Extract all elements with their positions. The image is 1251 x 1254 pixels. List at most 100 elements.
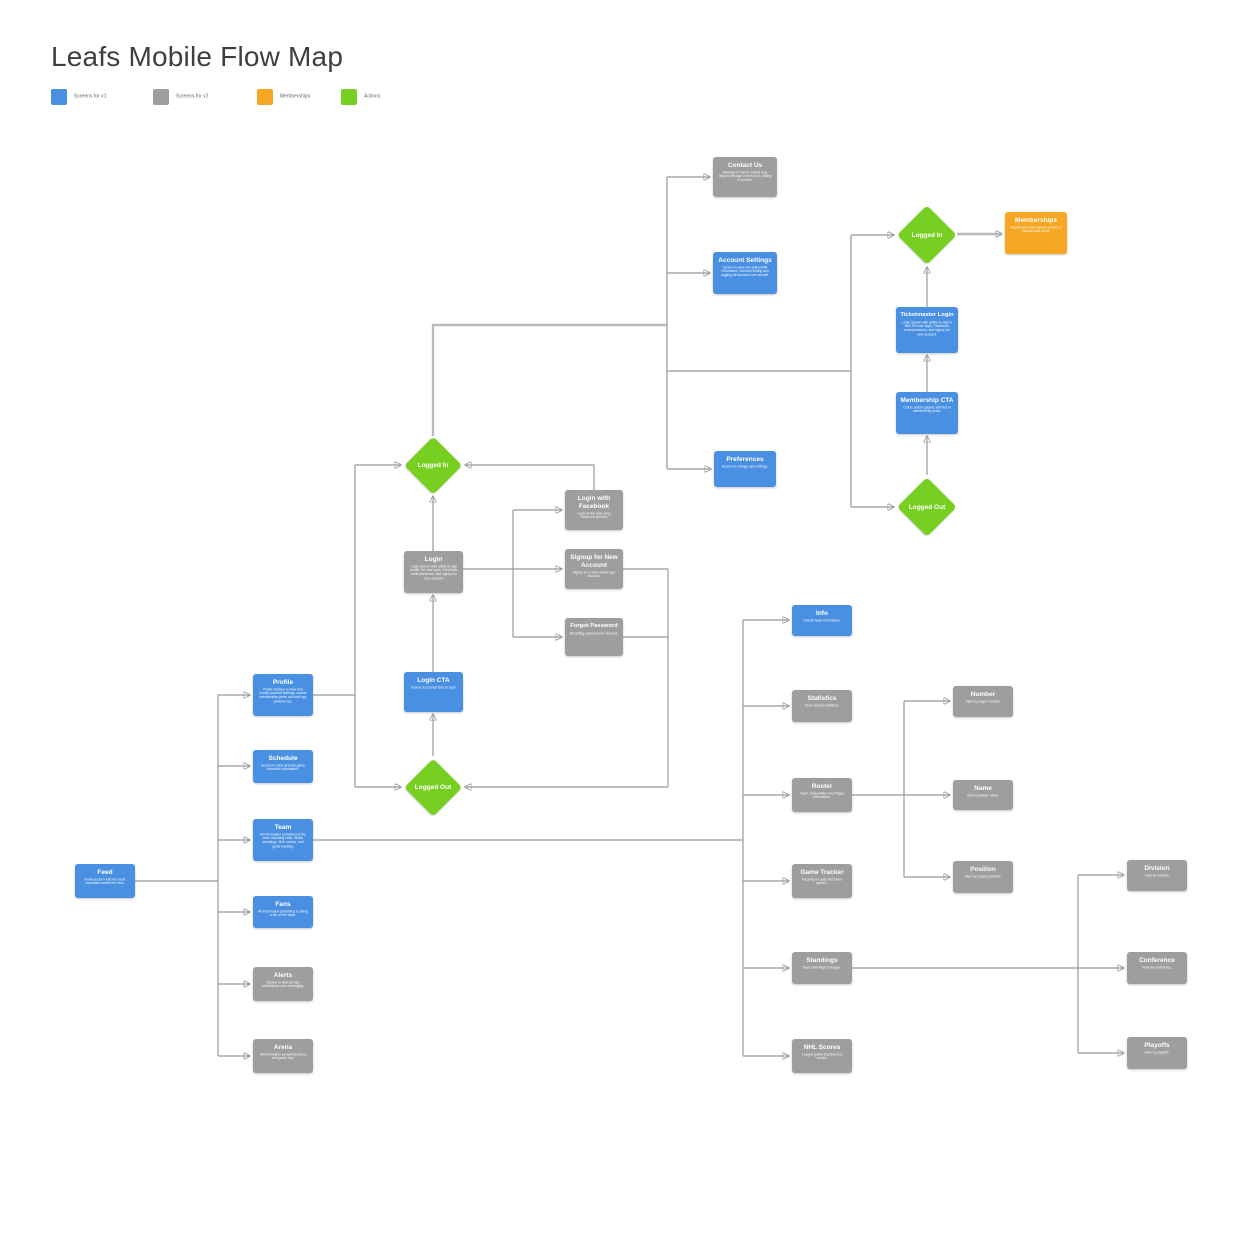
node-logged-in-top[interactable]: Logged In (897, 205, 957, 265)
node-login[interactable]: Login Login screen with ability to sign … (404, 551, 463, 593)
connector (465, 465, 595, 490)
node-title: Forgot Password (570, 623, 618, 629)
node-subtitle: View by playoffs. (1144, 1051, 1170, 1055)
node-subtitle: All information pertaining to being a fa… (258, 910, 308, 918)
node-team[interactable]: Team All information pertaining to the t… (253, 819, 313, 861)
node-fans[interactable]: Fans All information pertaining to being… (253, 896, 313, 928)
legend-swatch-memberships (257, 88, 273, 105)
node-title: Feed (97, 869, 113, 876)
node-profile[interactable]: Profile Profile Section to view and modi… (253, 674, 313, 716)
node-title: Ticketmaster Login (900, 312, 954, 318)
node-title: Contact Us (727, 162, 763, 169)
node-subtitle: Screen to change app settings. (721, 465, 769, 469)
node-title: Profile (272, 679, 294, 686)
node-forgot-password[interactable]: Forgot Password Resetting password for a… (565, 618, 623, 656)
page-title: Leafs Mobile Flow Map (51, 41, 344, 72)
node-title: Logged Out (908, 503, 946, 511)
node-subtitle: All information pertaining to the team i… (259, 833, 307, 849)
node-title: Statistics (807, 695, 837, 702)
node-title: Login CTA (417, 677, 450, 684)
node-subtitle: View by player number. (965, 700, 1001, 704)
node-account-settings[interactable]: Account Settings Screen to view and edit… (713, 252, 777, 294)
node-subtitle: Resetting password for account. (570, 632, 618, 636)
node-conference[interactable]: Conference View by conference. (1127, 952, 1187, 984)
node-signup-new-account[interactable]: Signup for New Account Signup for a new … (565, 549, 623, 589)
node-subtitle: Screen to prompt fans to login. (410, 686, 457, 690)
node-schedule[interactable]: Schedule Screen to view all team game sc… (253, 750, 313, 783)
node-name[interactable]: Name View by player name. (953, 780, 1013, 810)
node-title: Name (974, 785, 992, 792)
node-login-with-facebook[interactable]: Login with Facebook Login to the app usi… (565, 490, 623, 530)
node-subtitle: Home screen with the most important cont… (84, 878, 126, 886)
node-logged-out-top[interactable]: Logged Out (897, 477, 957, 537)
node-subtitle: Team standings in league. (802, 966, 842, 970)
node-subtitle: Allowing for fan to submit help request … (718, 171, 772, 183)
node-logged-out-center[interactable]: Logged Out (404, 758, 462, 816)
node-title: Team (274, 824, 292, 831)
legend-item-actions: Actions (341, 88, 387, 105)
node-subtitle: Restaurant reservations and list of memb… (1010, 226, 1062, 234)
legend-swatch-actions (341, 88, 357, 105)
node-title: Logged Out (414, 783, 452, 791)
node-title: Fans (275, 901, 291, 908)
node-title: Position (970, 866, 996, 873)
legend-item-memberships: Memberships (257, 88, 322, 105)
node-title: Memberships (1015, 217, 1057, 224)
connector (431, 323, 667, 436)
node-subtitle: Login screen with ability to sign in wit… (409, 565, 458, 581)
node-number[interactable]: Number View by player number. (953, 686, 1013, 717)
node-info[interactable]: Info Overall team information. (792, 605, 852, 636)
node-subtitle: Screen to view all team game schedule in… (260, 764, 306, 772)
node-subtitle: All information pertaining arena and gam… (259, 1053, 307, 1061)
node-subtitle: Team season statistics. (804, 704, 840, 708)
node-title: Preferences (726, 456, 764, 463)
node-playoffs[interactable]: Playoffs View by playoffs. (1127, 1037, 1187, 1069)
node-subtitle: Signup for a new mobile app account. (572, 570, 616, 578)
legend-item-screens-v2: Screens for v2 (153, 88, 221, 105)
node-title: Login (424, 556, 443, 563)
node-contact-us[interactable]: Contact Us Allowing for fan to submit he… (713, 157, 777, 197)
node-subtitle: Profile Section to view and modify accou… (259, 688, 307, 704)
node-title: Logged In (417, 461, 449, 469)
legend-label: Memberships (280, 93, 311, 100)
node-subtitle: View by player name. (966, 794, 1000, 798)
node-nhl-scores[interactable]: NHL Scores League game tracking and scor… (792, 1039, 852, 1073)
node-subtitle: Login to the app using Facebook account. (577, 511, 611, 519)
node-logged-in-center[interactable]: Logged In (404, 436, 462, 494)
node-subtitle: View by division. (1144, 874, 1170, 878)
node-memberships[interactable]: Memberships Restaurant reservations and … (1005, 212, 1067, 254)
node-subtitle: League game tracking and scores. (802, 1053, 842, 1061)
node-title: Division (1144, 865, 1170, 872)
node-roster[interactable]: Roster Team composition and Player infor… (792, 778, 852, 812)
legend-item-screens-v1: Screens for v1 (51, 88, 119, 105)
node-standings[interactable]: Standings Team standings in league. (792, 952, 852, 984)
node-statistics[interactable]: Statistics Team season statistics. (792, 690, 852, 722)
legend-label: Screens for v1 (74, 93, 107, 100)
node-subtitle: Overall team information. (803, 619, 841, 623)
node-ticketmaster-login[interactable]: Ticketmaster Login Login screen with abi… (896, 307, 958, 353)
node-subtitle: View by conference. (1141, 966, 1173, 970)
node-arena[interactable]: Arena All information pertaining arena a… (253, 1039, 313, 1073)
node-game-tracker[interactable]: Game Tracker Tracking on past and future… (792, 864, 852, 898)
node-division[interactable]: Division View by division. (1127, 860, 1187, 891)
node-preferences[interactable]: Preferences Screen to change app setting… (714, 451, 776, 487)
node-title: Account Settings (718, 257, 772, 264)
node-feed[interactable]: Feed Home screen with the most important… (75, 864, 135, 898)
legend-swatch-v2 (153, 88, 169, 105)
node-title: Info (816, 610, 828, 617)
node-login-cta[interactable]: Login CTA Screen to prompt fans to login… (404, 672, 463, 712)
node-alerts[interactable]: Alerts Screen to view all app notificati… (253, 967, 313, 1001)
node-membership-cta[interactable]: Membership CTA Call to action graphic wi… (896, 392, 958, 434)
node-title: Playoffs (1144, 1042, 1170, 1049)
node-title: Number (970, 691, 996, 698)
node-title: NHL Scores (803, 1044, 841, 1051)
node-position[interactable]: Position View by playing position. (953, 861, 1013, 893)
node-title: Logged In (911, 231, 943, 239)
legend-label: Screens for v2 (176, 93, 209, 100)
node-subtitle: Login screen with ability to sign in wit… (901, 321, 953, 337)
node-subtitle: Call to action graphic with list of memb… (903, 406, 951, 414)
node-subtitle: Tracking on past and future games. (801, 878, 843, 886)
node-title: Login with Facebook (577, 495, 611, 510)
